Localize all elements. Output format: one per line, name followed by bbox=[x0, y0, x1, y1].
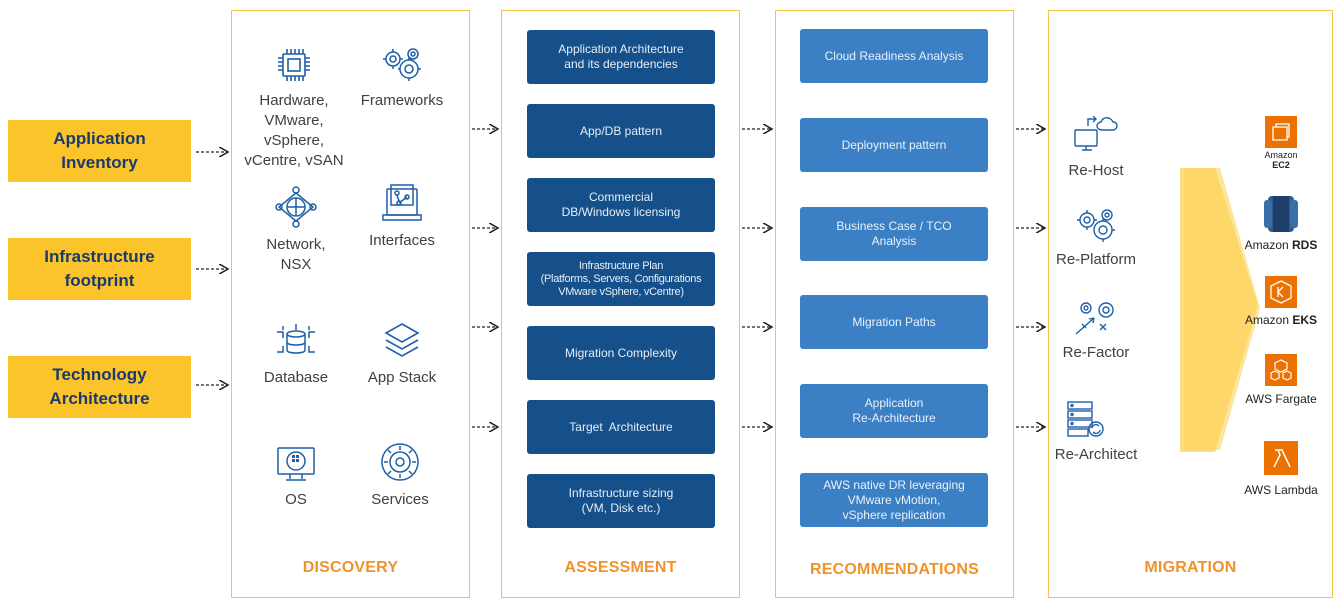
discovery-hardware: Hardware, VMware, vSphere, vCentre, vSAN bbox=[234, 45, 354, 171]
ec2-icon bbox=[1265, 116, 1297, 148]
assessment-box-sizing: Infrastructure sizing (VM, Disk etc.) bbox=[527, 474, 715, 528]
fargate-icon bbox=[1265, 354, 1297, 386]
assessment-box-infra-plan: Infrastructure Plan (Platforms, Servers,… bbox=[527, 252, 715, 306]
recommendation-box-migration-paths: Migration Paths bbox=[800, 295, 988, 349]
aws-target-eks: Amazon EKS bbox=[1226, 276, 1336, 327]
replatform-icon bbox=[1077, 209, 1115, 242]
chip-icon bbox=[278, 49, 310, 81]
refactor-icon bbox=[1075, 302, 1114, 335]
monitor-icon bbox=[277, 447, 315, 481]
assessment-box-appdb-pattern: App/DB pattern bbox=[527, 104, 715, 158]
rearchitect-icon bbox=[1067, 401, 1104, 437]
rehost-icon bbox=[1074, 116, 1118, 151]
recommendation-box-dr: AWS native DR leveraging VMware vMotion,… bbox=[800, 473, 988, 527]
migration-refactor: Re-Factor bbox=[1053, 298, 1139, 361]
lambda-icon bbox=[1264, 441, 1298, 475]
aws-target-fargate: AWS Fargate bbox=[1226, 354, 1336, 406]
recommendation-box-business-case: Business Case / TCO Analysis bbox=[800, 207, 988, 261]
aws-target-lambda: AWS Lambda bbox=[1226, 441, 1336, 497]
discovery-app-stack: App Stack bbox=[352, 320, 452, 388]
discovery-database: Database bbox=[246, 322, 346, 388]
assessment-box-licensing: Commercial DB/Windows licensing bbox=[527, 178, 715, 232]
migration-replatform: Re-Platform bbox=[1047, 207, 1145, 268]
database-icon bbox=[277, 324, 315, 354]
assessment-label: ASSESSMENT bbox=[564, 559, 677, 576]
discovery-frameworks: Frameworks bbox=[352, 45, 452, 111]
discovery-interfaces: Interfaces bbox=[352, 183, 452, 251]
gears-icon bbox=[383, 48, 421, 81]
recommendations-label: RECOMMENDATIONS bbox=[810, 561, 979, 578]
assessment-box-architecture: Application Architecture and its depende… bbox=[527, 30, 715, 84]
eks-icon bbox=[1265, 276, 1297, 308]
aws-target-ec2: Amazon EC2 bbox=[1226, 116, 1336, 170]
interfaces-icon bbox=[382, 184, 422, 221]
assessment-box-target-arch: Target Architecture bbox=[527, 400, 715, 454]
migration-rehost: Re-Host bbox=[1053, 116, 1139, 179]
recommendation-box-deployment: Deployment pattern bbox=[800, 118, 988, 172]
discovery-label: DISCOVERY bbox=[302, 559, 399, 576]
discovery-os: OS bbox=[246, 442, 346, 510]
services-gear-icon bbox=[381, 443, 419, 481]
migration-rearchitect: Re-Architect bbox=[1050, 400, 1142, 463]
network-icon bbox=[275, 186, 317, 228]
discovery-services: Services bbox=[350, 440, 450, 510]
discovery-network: Network, NSX bbox=[246, 185, 346, 275]
recommendation-box-rearchitecture: Application Re-Architecture bbox=[800, 384, 988, 438]
rds-icon bbox=[1264, 196, 1298, 232]
migration-label: MIGRATION bbox=[1144, 559, 1237, 576]
assessment-box-complexity: Migration Complexity bbox=[527, 326, 715, 380]
recommendation-box-readiness: Cloud Readiness Analysis bbox=[800, 29, 988, 83]
aws-target-rds: Amazon RDS bbox=[1226, 194, 1336, 252]
layers-icon bbox=[384, 323, 420, 357]
